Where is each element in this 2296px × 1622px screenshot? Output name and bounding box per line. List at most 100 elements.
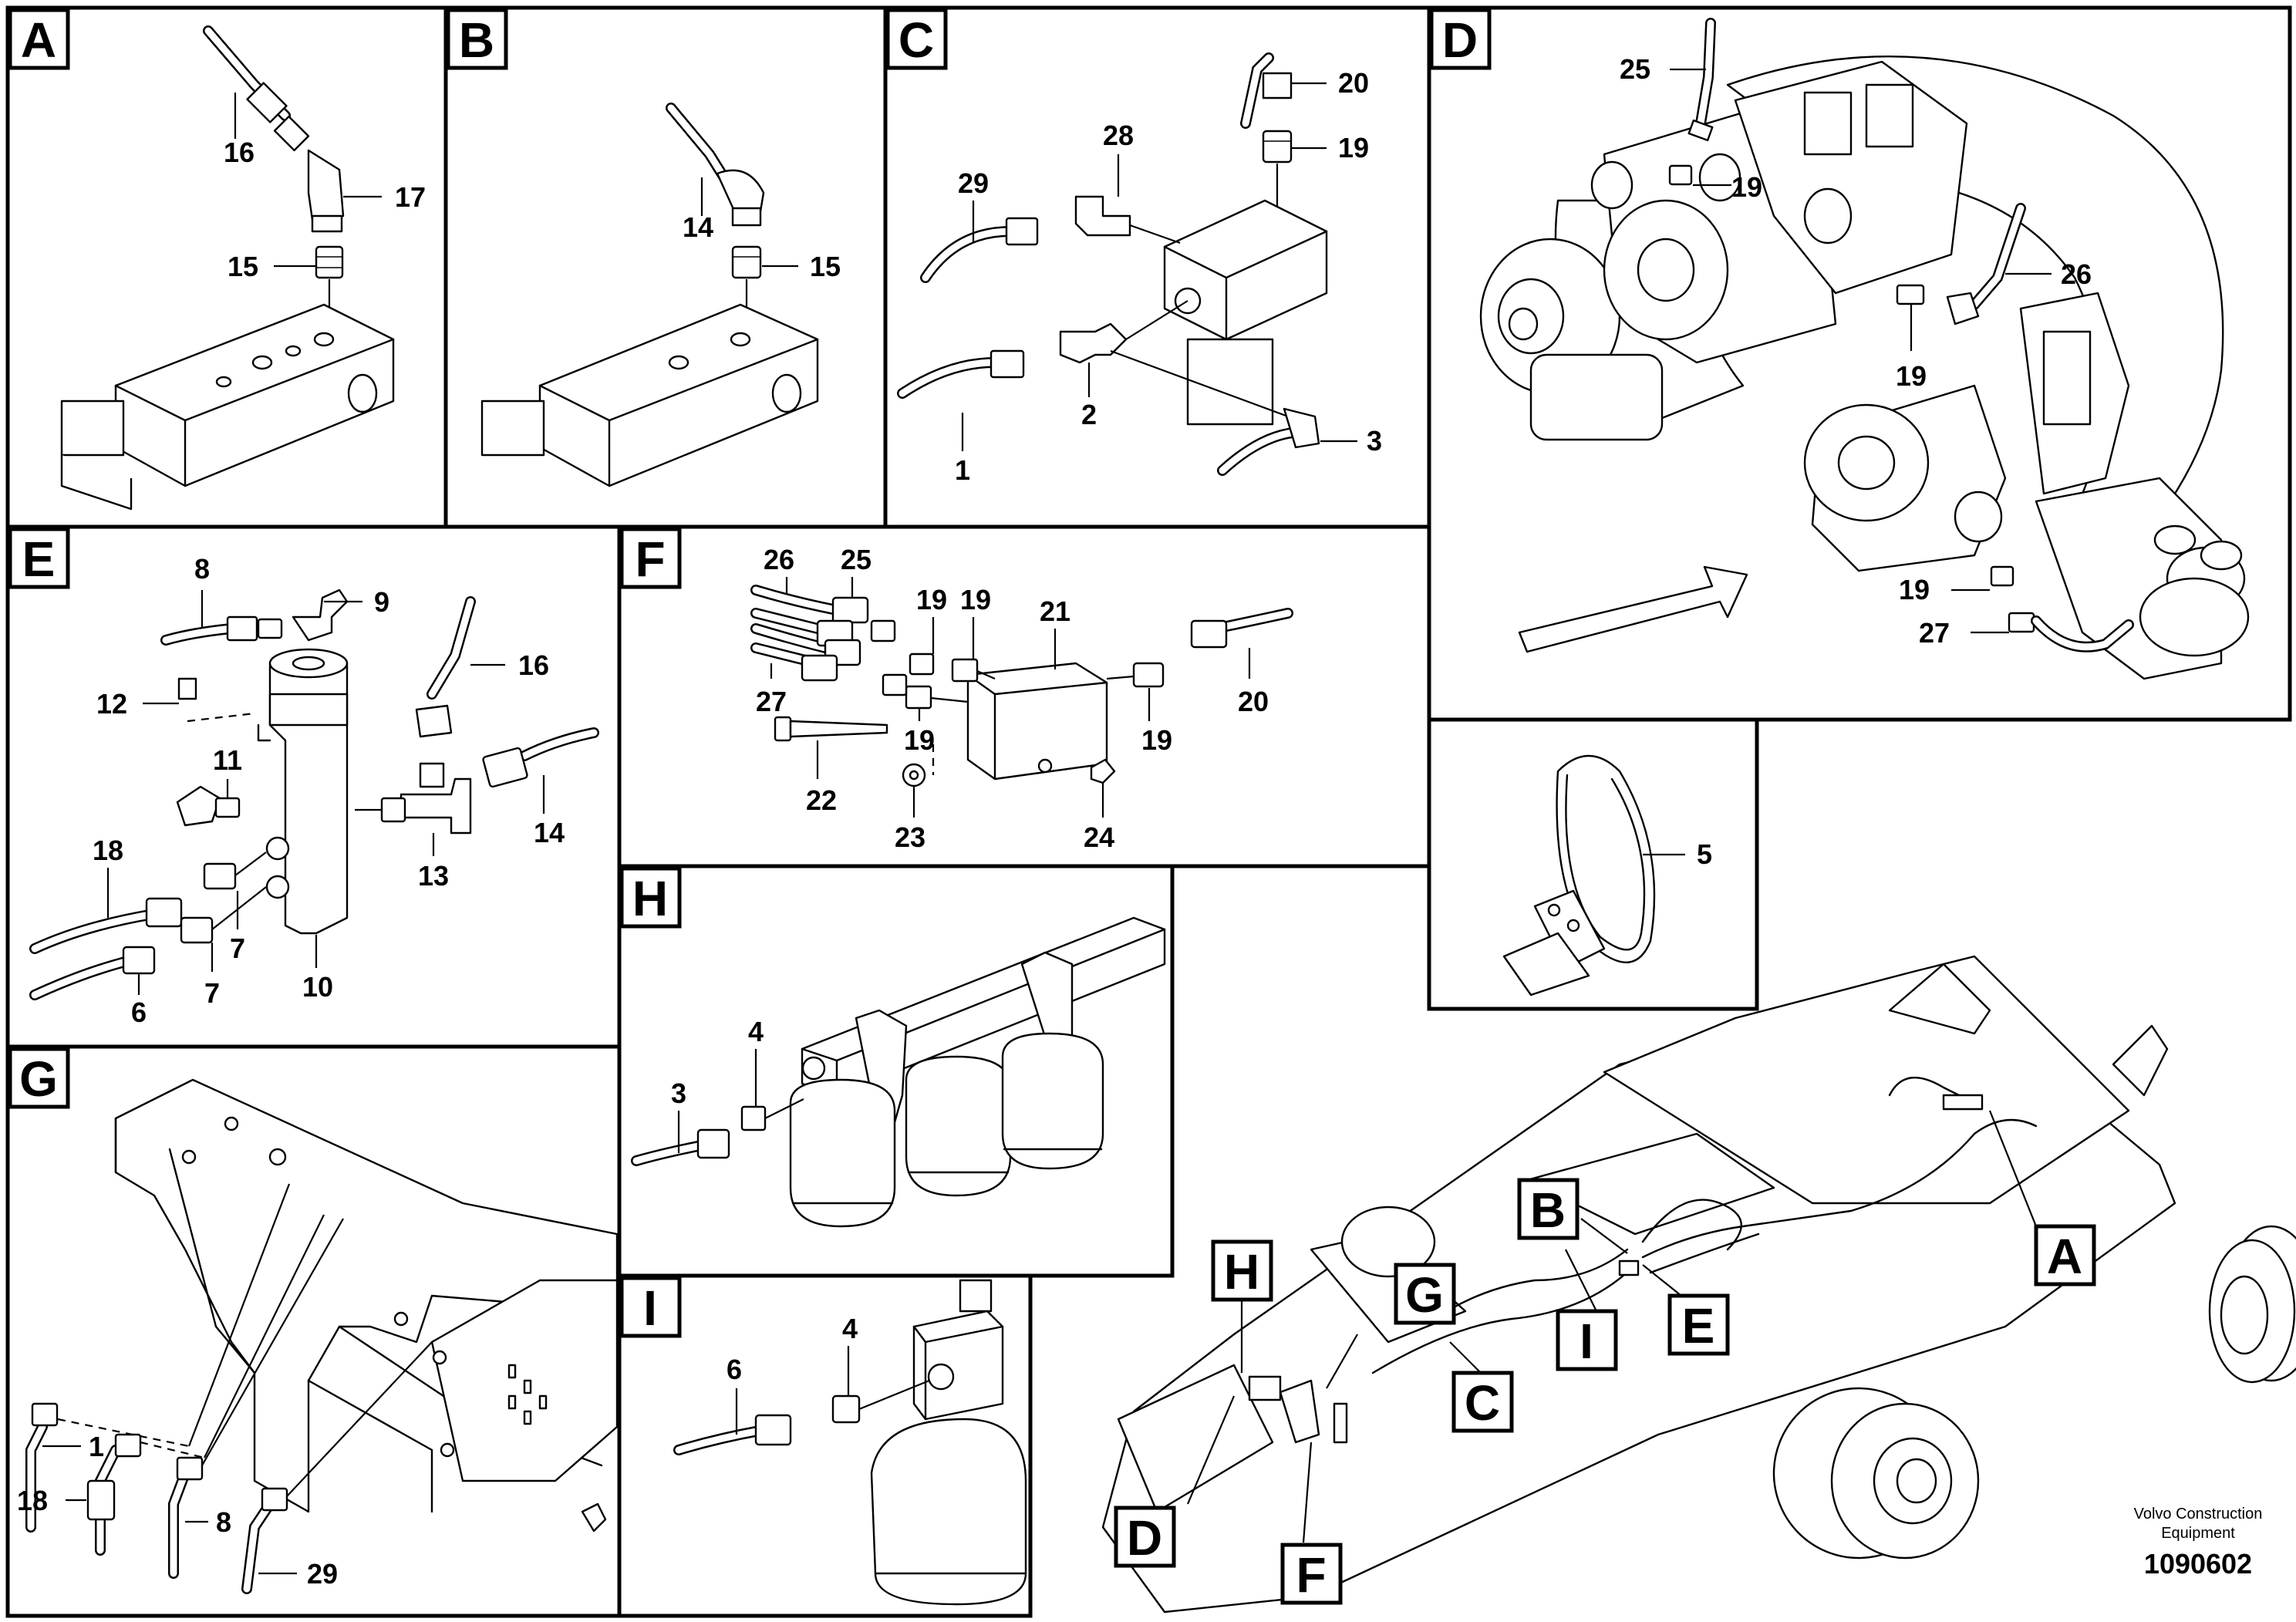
panel-tag-A: A — [8, 8, 70, 70]
callout-19: 19 — [904, 724, 935, 756]
callout-19: 19 — [1899, 574, 1930, 605]
callout-20: 20 — [1238, 686, 1269, 717]
overview-tag-G: G — [1394, 1263, 1456, 1325]
callout-4: 4 — [748, 1016, 764, 1047]
overview-tag-F: F — [1280, 1543, 1343, 1605]
callout-3: 3 — [1367, 425, 1382, 457]
panel-tag-G: G — [8, 1047, 70, 1109]
callout-2: 2 — [1081, 399, 1097, 430]
panel-B-drawing: 14 15 — [480, 103, 841, 487]
callout-26: 26 — [2061, 258, 2092, 290]
overview-tag-label: H — [1224, 1244, 1259, 1300]
panel-C-drawing: 20 19 28 29 2 1 3 — [897, 52, 1382, 486]
callout-17: 17 — [395, 181, 426, 213]
callout-8: 8 — [216, 1506, 231, 1538]
overview-machine-drawing — [1101, 955, 2296, 1614]
overview-tag-D: D — [1114, 1506, 1176, 1568]
callout-25: 25 — [841, 544, 872, 575]
callout-15: 15 — [810, 251, 841, 282]
panel-tag-D: D — [1429, 8, 1492, 70]
callout-16: 16 — [224, 137, 255, 168]
overview-tag-label: I — [1580, 1313, 1593, 1369]
callout-27: 27 — [1919, 617, 1950, 649]
callout-19: 19 — [916, 584, 947, 615]
callout-4: 4 — [842, 1313, 858, 1344]
callout-19: 19 — [1338, 132, 1369, 164]
overview-tag-label: G — [1405, 1267, 1444, 1323]
callout-12: 12 — [96, 688, 127, 720]
panel-tag-label: A — [21, 12, 56, 68]
panel-tag-F: F — [619, 527, 682, 589]
panel-tag-label: D — [1442, 12, 1478, 68]
callout-18: 18 — [93, 835, 123, 866]
callout-7: 7 — [204, 977, 220, 1009]
callout-14: 14 — [534, 817, 565, 848]
footer: Volvo Construction Equipment 1090602 — [2134, 1506, 2263, 1580]
panel-F-drawing: 26 25 19 19 21 27 19 20 19 22 23 24 — [750, 544, 1293, 853]
panel-tag-label: I — [643, 1280, 657, 1336]
overview-tag-I: I — [1556, 1309, 1618, 1371]
panel-tag-E: E — [8, 527, 70, 589]
panel-tag-H: H — [619, 866, 682, 929]
footer-maker-line-1: Volvo Construction — [2134, 1506, 2263, 1523]
callout-16: 16 — [518, 649, 549, 681]
callout-1: 1 — [955, 454, 970, 486]
callout-22: 22 — [806, 784, 837, 816]
overview-tag-A: A — [2034, 1224, 2096, 1286]
callout-28: 28 — [1103, 120, 1134, 151]
callout-23: 23 — [895, 821, 925, 853]
panel-frames — [5, 5, 2292, 1618]
panel-tag-C: C — [885, 8, 948, 70]
overview-tag-label: E — [1682, 1298, 1715, 1354]
panel-tag-label: H — [632, 871, 668, 926]
callout-3: 3 — [671, 1077, 686, 1109]
panel-tag-label: G — [19, 1051, 58, 1107]
document-number: 1090602 — [2144, 1548, 2252, 1580]
overview-tag-C: C — [1451, 1371, 1514, 1433]
callout-26: 26 — [764, 544, 794, 575]
callout-20: 20 — [1338, 67, 1369, 99]
panel-tag-I: I — [619, 1276, 682, 1338]
overview-tag-label: D — [1127, 1510, 1162, 1566]
overview-tag-label: F — [1296, 1547, 1326, 1603]
panel-detail-5-drawing: 5 — [1502, 754, 1712, 996]
callout-19: 19 — [960, 584, 991, 615]
callout-29: 29 — [958, 167, 989, 199]
panel-tag-B: B — [446, 8, 508, 70]
overview-tag-E: E — [1667, 1293, 1730, 1356]
callout-13: 13 — [418, 860, 449, 892]
panel-D-drawing: 25 19 26 19 19 27 — [1479, 18, 2250, 680]
panel-tag-label: E — [22, 531, 56, 587]
callout-15: 15 — [228, 251, 258, 282]
callout-8: 8 — [194, 553, 210, 585]
panel-H-drawing: 3 4 — [631, 916, 1166, 1228]
callout-6: 6 — [131, 996, 147, 1028]
panel-tag-label: C — [899, 12, 934, 68]
callout-18: 18 — [17, 1485, 48, 1516]
panel-I-drawing: 6 4 — [673, 1279, 1027, 1606]
callout-5: 5 — [1697, 838, 1712, 870]
callout-7: 7 — [230, 932, 245, 964]
callout-14: 14 — [683, 211, 713, 243]
panel-tag-label: F — [635, 531, 665, 587]
overview-tag-label: B — [1530, 1182, 1566, 1238]
callout-25: 25 — [1620, 53, 1650, 85]
panel-tag-label: B — [459, 12, 494, 68]
callout-11: 11 — [213, 744, 242, 776]
callout-27: 27 — [756, 686, 787, 717]
callout-6: 6 — [727, 1354, 742, 1385]
callout-19: 19 — [1896, 360, 1927, 392]
overview-tag-H: H — [1211, 1239, 1273, 1302]
callout-19: 19 — [1141, 724, 1172, 756]
panel-E-drawing: 8 9 16 12 11 14 13 18 7 7 6 10 — [29, 553, 599, 1028]
callout-29: 29 — [307, 1558, 338, 1590]
overview-tag-label: C — [1465, 1375, 1500, 1431]
footer-maker-line-2: Equipment — [2161, 1525, 2235, 1542]
callout-1: 1 — [89, 1431, 104, 1462]
callout-9: 9 — [374, 586, 389, 618]
callout-10: 10 — [302, 971, 333, 1003]
callout-24: 24 — [1084, 821, 1114, 853]
panel-G-drawing: 1 18 8 29 — [17, 1078, 619, 1594]
overview-tag-label: A — [2047, 1229, 2082, 1284]
